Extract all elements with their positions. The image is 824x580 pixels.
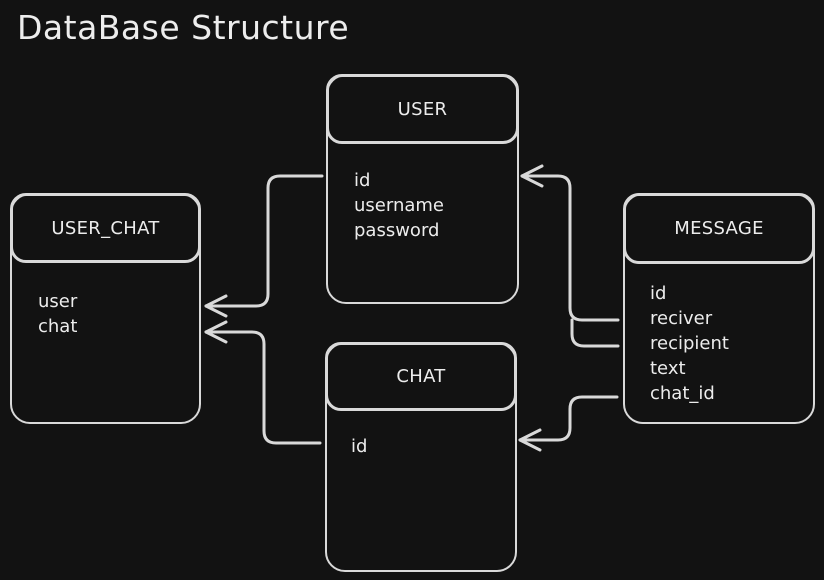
- field-chat-id: id: [351, 436, 368, 457]
- entity-message-fields: id reciver recipient text chat_id: [650, 281, 729, 406]
- link-user-to-user-chat: [204, 174, 324, 308]
- arrowhead-user: [520, 164, 544, 188]
- link-message-recipient-to-user: [570, 318, 620, 348]
- arrowhead-user-chat-user: [204, 294, 228, 318]
- field-message-id: id: [650, 283, 667, 304]
- entity-message-name: MESSAGE: [674, 218, 764, 239]
- link-chat-to-user-chat: [204, 330, 322, 445]
- link-message-reciver-to-user: [520, 174, 620, 322]
- field-user-id: id: [354, 170, 371, 191]
- entity-user-chat-name: USER_CHAT: [51, 217, 160, 239]
- arrowhead-chat: [518, 428, 542, 452]
- link-message-chat-id-to-chat: [518, 395, 619, 442]
- entity-message-header: MESSAGE: [623, 193, 815, 264]
- field-user-chat-user: user: [38, 291, 78, 312]
- entity-chat-header: CHAT: [325, 342, 517, 411]
- field-message-chat-id: chat_id: [650, 383, 715, 404]
- field-message-text: text: [650, 358, 686, 379]
- entity-message[interactable]: MESSAGE id reciver recipient text chat_i…: [623, 193, 815, 424]
- field-message-reciver: reciver: [650, 308, 713, 329]
- entity-chat-name: CHAT: [396, 366, 446, 387]
- field-message-recipient: recipient: [650, 333, 729, 354]
- entity-user-fields: id username password: [354, 168, 444, 243]
- entity-user-name: USER: [397, 98, 448, 120]
- diagram-title: DataBase Structure: [17, 8, 350, 47]
- entity-chat-fields: id: [351, 434, 367, 459]
- entity-user-chat-fields: user chat: [38, 289, 77, 339]
- field-user-password: password: [354, 220, 440, 241]
- entity-user-header: USER: [326, 74, 519, 144]
- entity-user[interactable]: USER id username password: [326, 74, 519, 304]
- field-user-username: username: [354, 195, 444, 216]
- entity-chat[interactable]: CHAT id: [325, 342, 517, 572]
- entity-user-chat-header: USER_CHAT: [10, 193, 201, 263]
- field-user-chat-chat: chat: [38, 316, 78, 337]
- entity-user-chat[interactable]: USER_CHAT user chat: [10, 193, 201, 424]
- arrowhead-user-chat-chat: [204, 320, 228, 344]
